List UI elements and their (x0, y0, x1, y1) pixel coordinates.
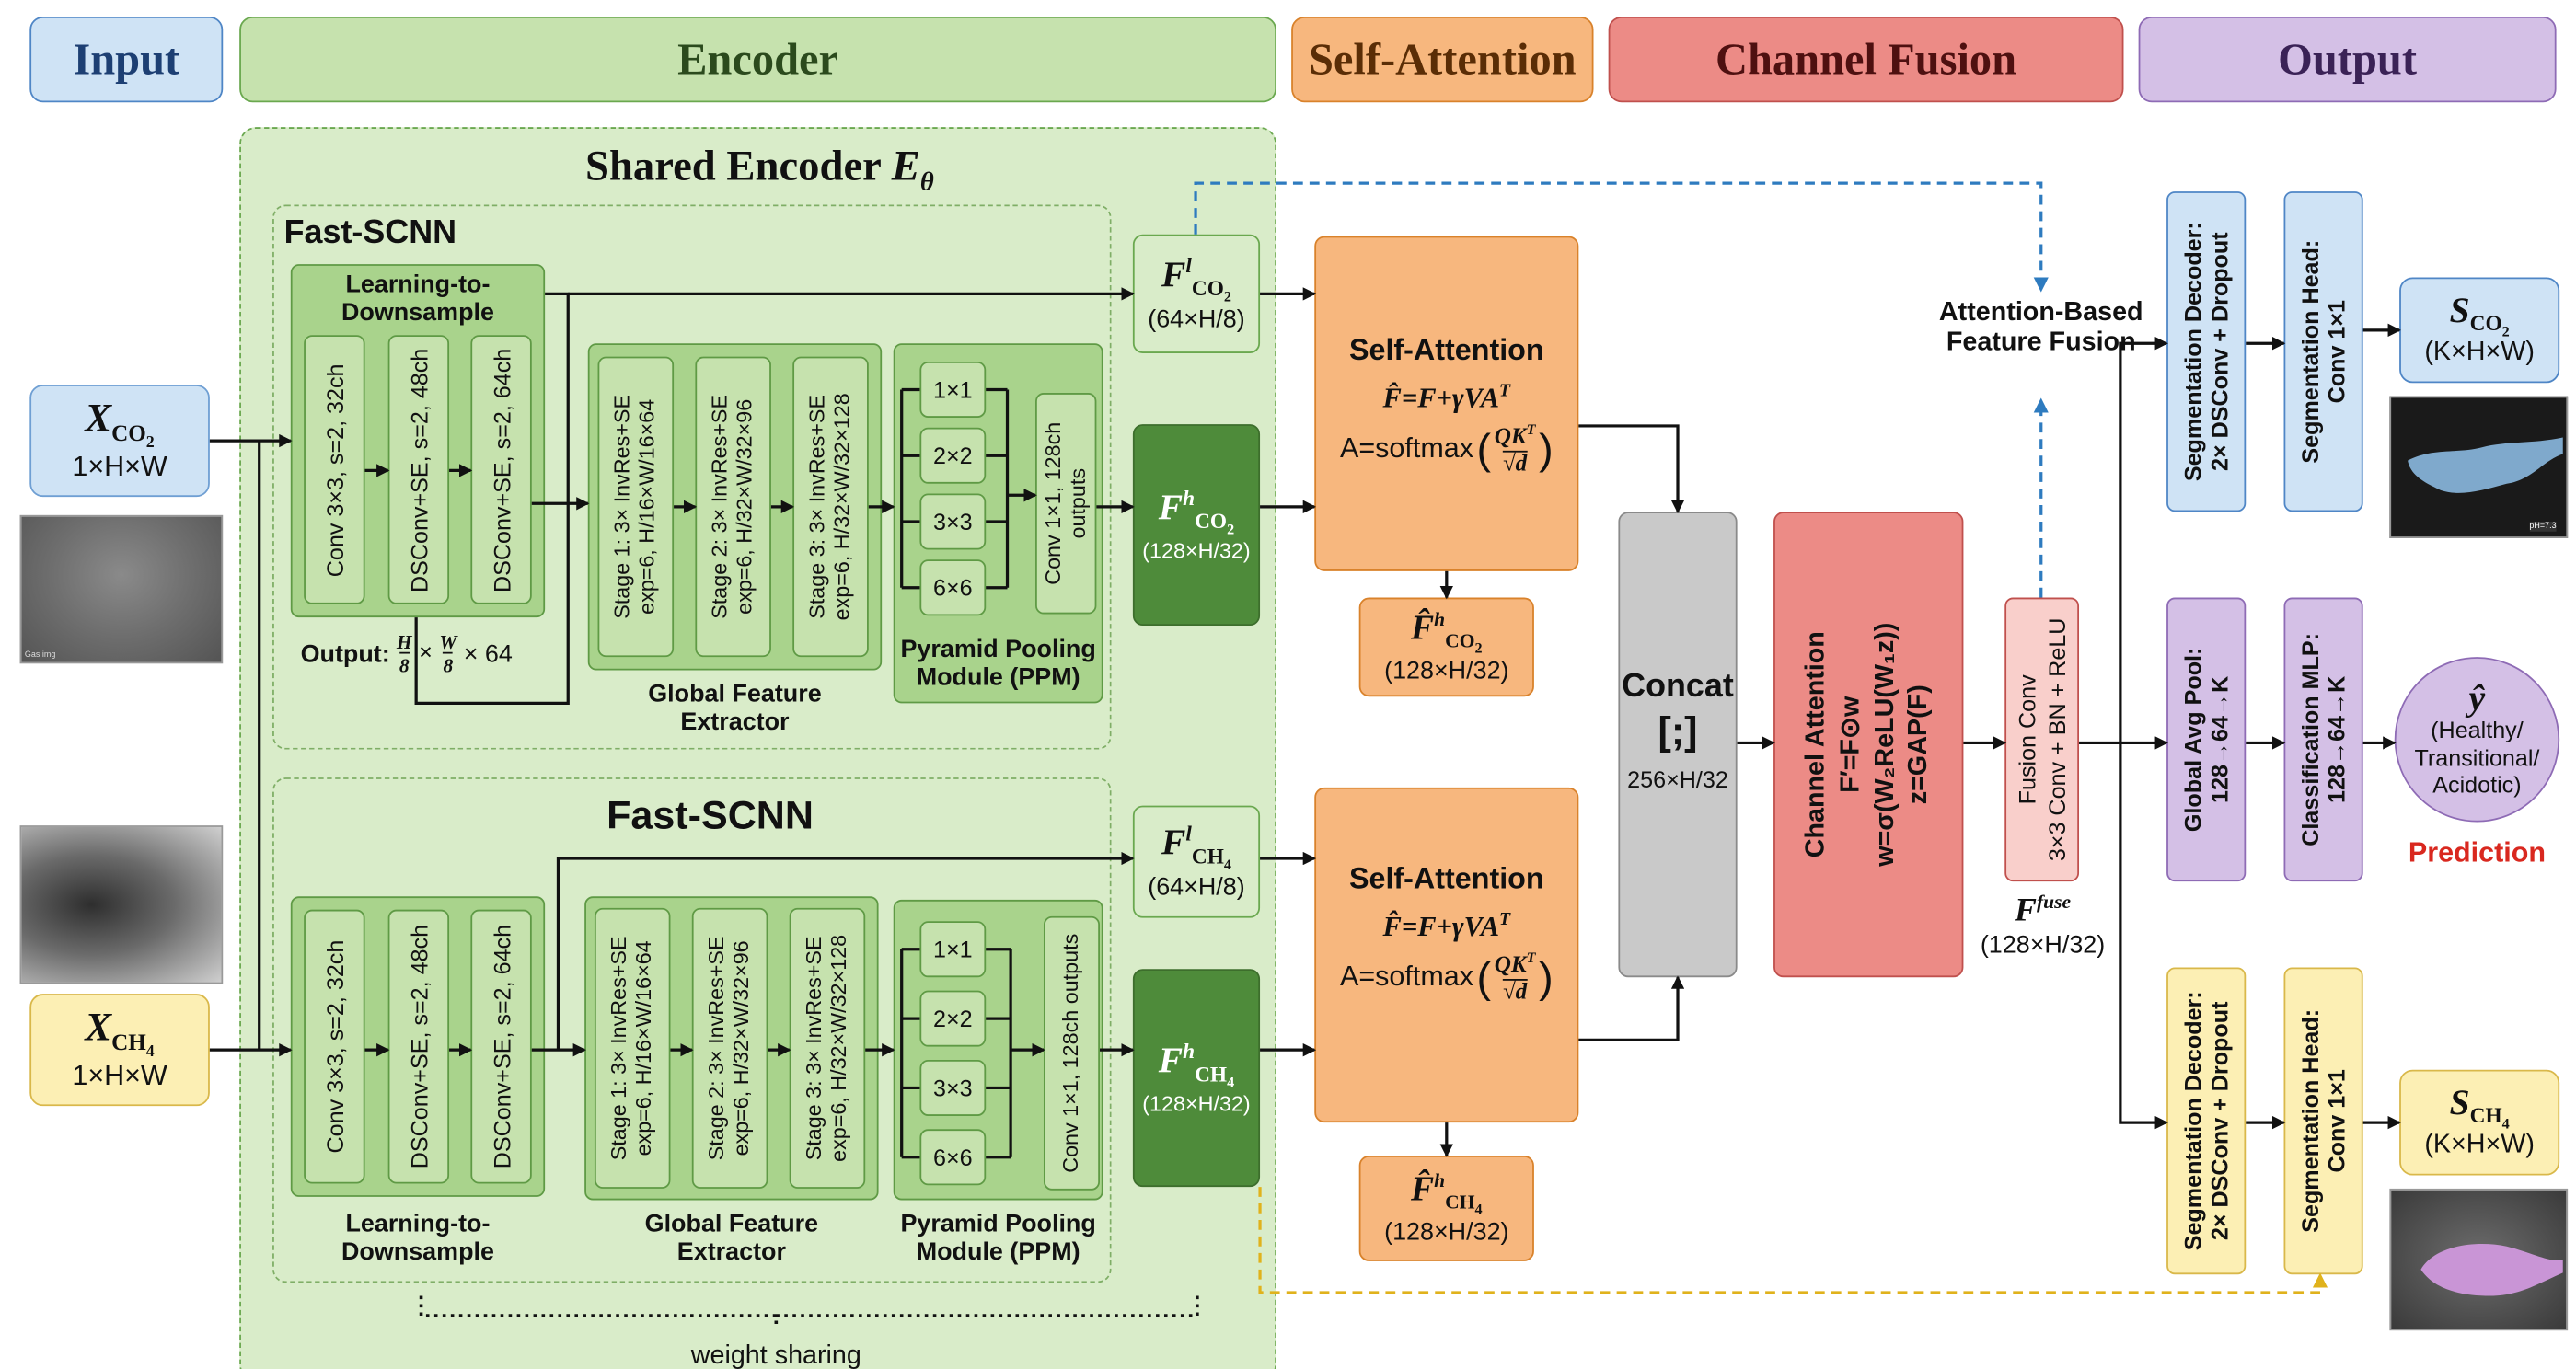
header-channel-fusion: Channel Fusion (1608, 16, 2124, 103)
ppm-bottom-pool-3: 3×3 (919, 1059, 987, 1116)
self-attention-co2: Self-Attention F̂=F+γVAT A=softmax( QKT√… (1314, 236, 1579, 571)
output-s-co2: SCO2 (K×H×W) (2399, 277, 2560, 384)
attended-feature-ch4: F̂hCH4 (128×H/32) (1358, 1156, 1534, 1261)
self-attention-ch4: Self-Attention F̂=F+γVAT A=softmax( QKT√… (1314, 787, 1579, 1123)
ppm-top-label: Pyramid Pooling Module (PPM) (900, 635, 1096, 693)
input-co2-thumbnail: Gas img (19, 514, 224, 664)
fast-scnn-top-title: Fast-SCNN (283, 214, 457, 251)
ppm-bottom-conv: Conv 1×1, 128ch outputs (1043, 915, 1101, 1191)
gfe-top-label: Global Feature Extractor (648, 680, 822, 737)
gfe-bottom-label: Global Feature Extractor (644, 1210, 819, 1267)
gfe-bottom-stage3: Stage 3: 3× InvRes+SE exp=6, H/32×W/32×1… (789, 907, 866, 1189)
shared-encoder-title: Shared Encoder Eθ (585, 142, 934, 197)
ltd-top-dsconv1: DSConv+SE, s=2, 48ch (387, 335, 450, 604)
ppm-bottom-pool-1: 1×1 (919, 921, 987, 978)
ppm-bottom-pool-2: 2×2 (919, 990, 987, 1047)
ltd-bottom-dsconv2: DSConv+SE, s=2, 64ch (470, 909, 532, 1184)
ltd-top-title: Learning-to-Downsample (341, 270, 494, 328)
ppm-top-pool-3: 3×3 (919, 493, 987, 550)
gfe-bottom-stage2: Stage 2: 3× InvRes+SE exp=6, H/32×W/32×9… (691, 907, 768, 1189)
seg-decoder-co2: Segmentation Decoder: 2× DSConv + Dropou… (2166, 191, 2247, 512)
header-output: Output (2138, 16, 2557, 103)
ltd-bottom-conv: Conv 3×3, s=2, 32ch (304, 909, 365, 1184)
gfe-top-stage2: Stage 2: 3× InvRes+SE exp=6, H/32×W/32×9… (695, 356, 771, 658)
prediction-label: Prediction (2408, 836, 2547, 869)
output-s-ch4: SCH4 (K×H×W) (2399, 1069, 2560, 1176)
seg-mask-ch4-shape (2420, 1244, 2563, 1296)
ltd-top-dsconv2: DSConv+SE, s=2, 64ch (470, 335, 532, 604)
classification-mlp: Classification MLP: 128→64→K (2283, 597, 2363, 882)
prediction-circle: ŷ (Healthy/ Transitional/ Acidotic) (2394, 657, 2560, 823)
gfe-top-stage3: Stage 3: 3× InvRes+SE exp=6, H/32×W/32×1… (792, 356, 869, 658)
ppm-top-pool-1: 1×1 (919, 361, 987, 418)
channel-attention-block: Channel Attention F′=F⊙w w=σ(W₂ReLU(W₁z)… (1773, 512, 1964, 978)
gfe-bottom-stage1: Stage 1: 3× InvRes+SE exp=6, H/16×W/16×6… (594, 907, 671, 1189)
ltd-bottom-label: Learning-to-Downsample (341, 1210, 494, 1267)
ppm-bottom-label: Pyramid Pooling Module (PPM) (900, 1210, 1096, 1267)
header-self-attention: Self-Attention (1291, 16, 1594, 103)
seg-mask-ch4-thumbnail (2389, 1188, 2569, 1331)
feature-low-co2: FlCO2 (64×H/8) (1132, 234, 1261, 353)
seg-head-ch4: Segmentation Head: Conv 1×1 (2283, 967, 2363, 1275)
gfe-top-stage1: Stage 1: 3× InvRes+SE exp=6, H/16×W/16×6… (597, 356, 675, 658)
attention-fusion-label: Attention-Based Feature Fusion (1938, 298, 2143, 358)
weight-sharing-label: weight sharing (690, 1341, 861, 1369)
fast-scnn-top-panel (272, 204, 1112, 750)
input-ch4-thumbnail (19, 825, 224, 984)
feature-low-ch4: FlCH4 (64×H/8) (1132, 805, 1261, 918)
fast-scnn-bottom-title: Fast-SCNN (606, 794, 814, 839)
fusion-conv-block: Fusion Conv 3×3 Conv + BN + ReLU (2004, 597, 2080, 882)
concat-block: Concat [;] 256×H/32 (1618, 512, 1738, 978)
fused-feature-label: Ffuse (128×H/32) (1980, 890, 2106, 959)
input-ch4-box: XCH4 1×H×W (29, 994, 210, 1107)
global-avg-pool: Global Avg Pool: 128→64→K (2166, 597, 2247, 882)
ppm-top-pool-2: 2×2 (919, 427, 987, 484)
attended-feature-co2: F̂=F+γVAF̂hCO2 (128×H/32) (1358, 597, 1534, 697)
seg-mask-co2-shape (2408, 437, 2563, 493)
feature-high-ch4: FhCH4 (128×H/32) (1132, 969, 1261, 1188)
ltd-bottom-dsconv1: DSConv+SE, s=2, 48ch (387, 909, 450, 1184)
feature-high-co2: FhCO2 (128×H/32) (1132, 424, 1261, 627)
seg-head-co2: Segmentation Head: Conv 1×1 (2283, 191, 2363, 512)
ltd-top-conv: Conv 3×3, s=2, 32ch (304, 335, 365, 604)
ppm-top-pool-4: 6×6 (919, 559, 987, 616)
seg-mask-co2-thumbnail: pH=7.3 (2389, 396, 2569, 538)
ppm-bottom-pool-4: 6×6 (919, 1129, 987, 1186)
input-co2-box: XCO2 1×H×W (29, 385, 210, 498)
header-input: Input (29, 16, 224, 103)
header-encoder: Encoder (239, 16, 1276, 103)
ppm-top-conv: Conv 1×1, 128ch outputs (1035, 393, 1097, 615)
seg-decoder-ch4: Segmentation Decoder: 2× DSConv + Dropou… (2166, 967, 2247, 1275)
